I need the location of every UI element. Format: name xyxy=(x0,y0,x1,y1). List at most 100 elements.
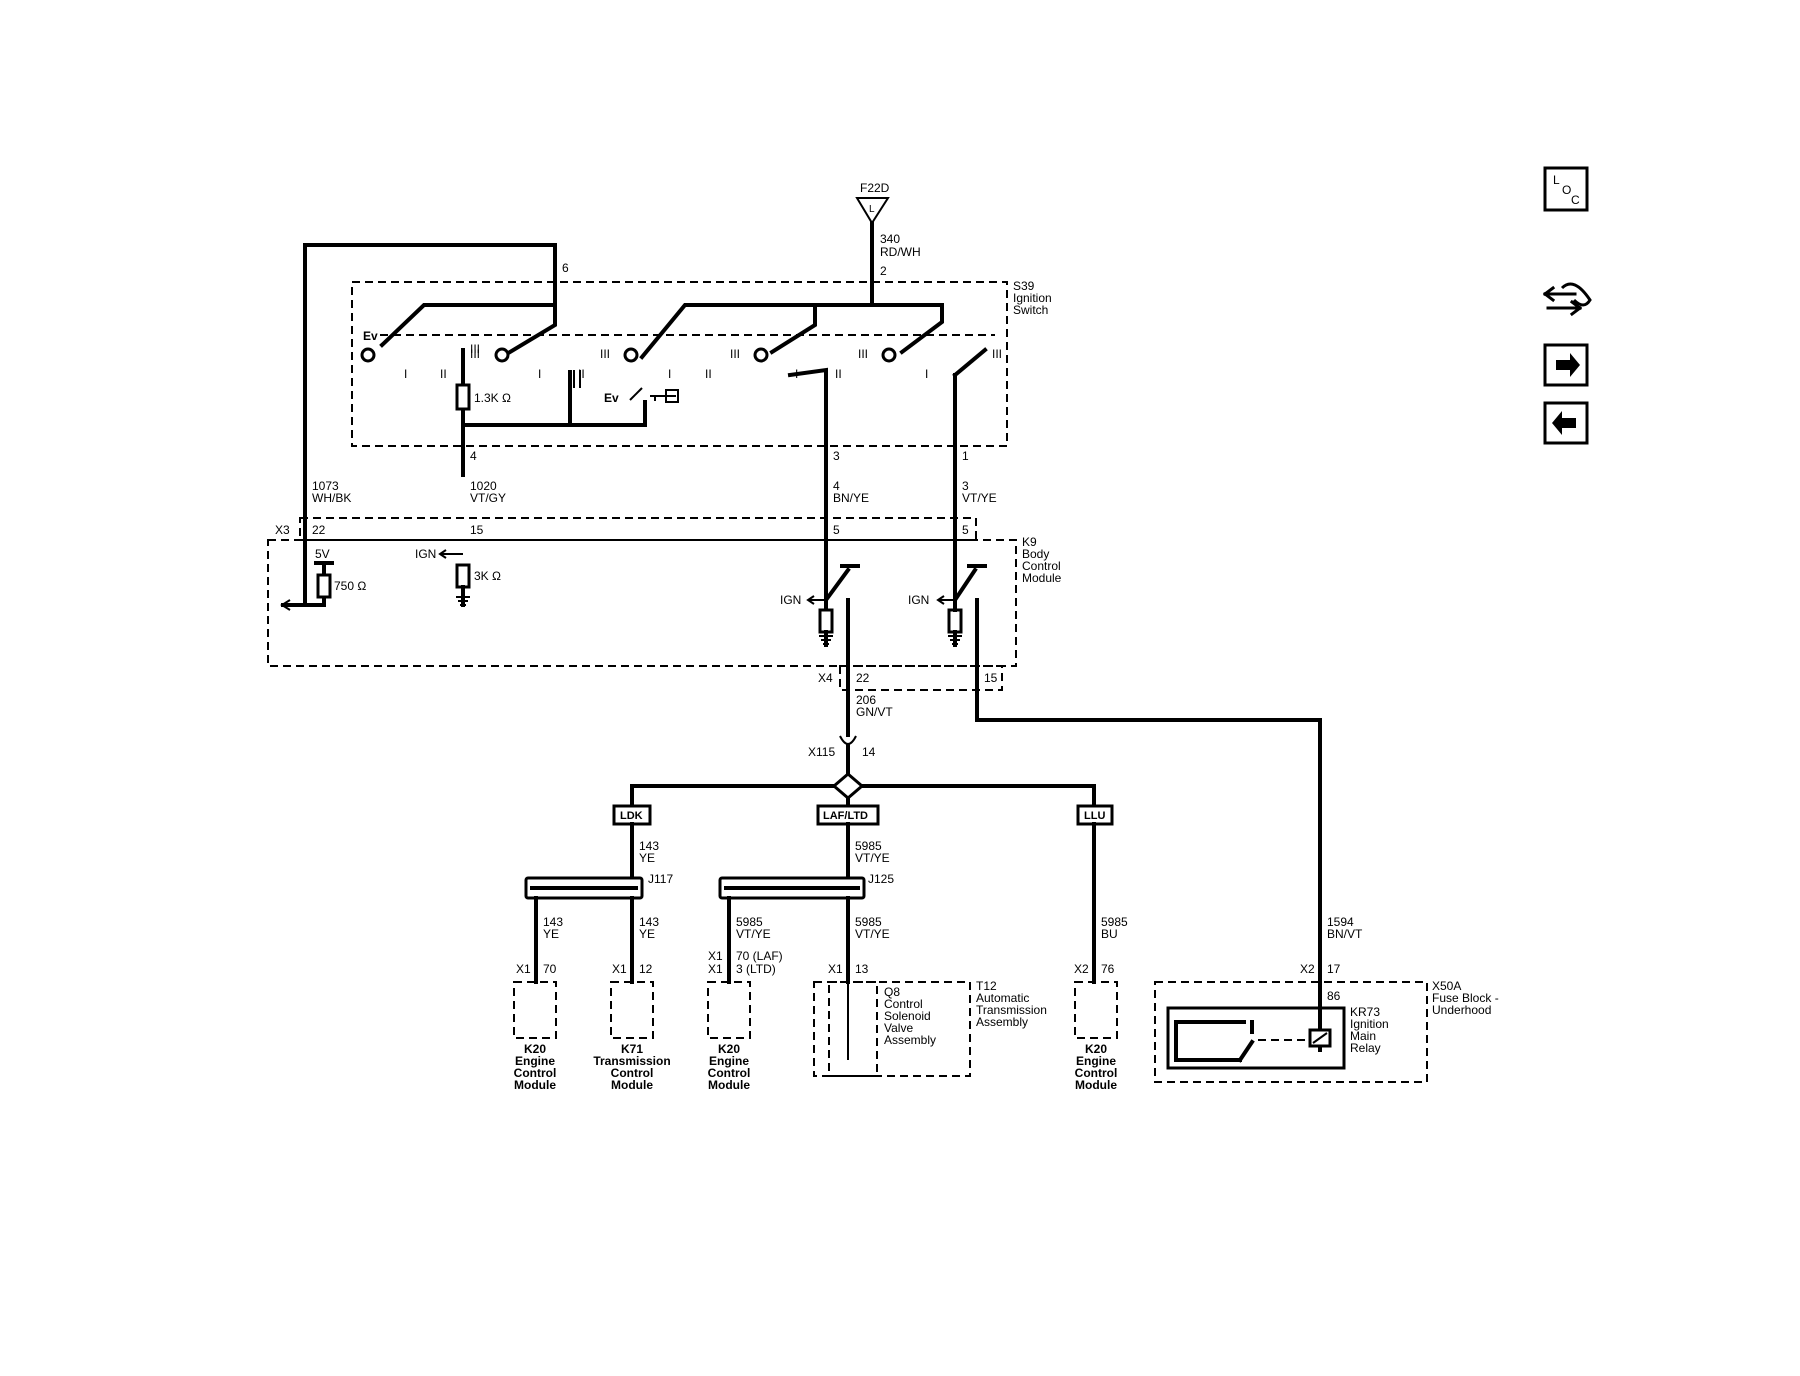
ignition-switch-box xyxy=(351,281,1008,447)
wire-143c-color: YE xyxy=(639,927,655,941)
kr73-name-4: Relay xyxy=(1350,1041,1381,1055)
k20c-name-3: Control xyxy=(1075,1066,1118,1080)
bcm-x4-label: X4 xyxy=(818,671,833,685)
switch-blade-2 xyxy=(769,303,817,355)
bcm-x4-pin: 22 xyxy=(856,671,870,685)
wire-1020-number: 1020 xyxy=(470,479,497,493)
conn3-x2: X1 xyxy=(708,962,723,976)
wire-143a-number: 143 xyxy=(639,839,659,853)
k20b-name-2: Engine xyxy=(709,1054,749,1068)
pos-II-d: II xyxy=(835,367,842,381)
pos-I-b: I xyxy=(538,367,541,381)
location-icon[interactable]: L O C xyxy=(1543,166,1589,212)
pos-III-a: III xyxy=(470,347,480,361)
wire-bnye-number: 4 xyxy=(833,479,840,493)
bcm-name-2: Body xyxy=(1022,547,1049,561)
wire-vtye-color: VT/YE xyxy=(962,491,997,505)
module-k71 xyxy=(610,981,654,1039)
ground-symbol-1 xyxy=(456,596,470,606)
k20c-name: K20 xyxy=(1085,1042,1107,1056)
wire-bn-ye xyxy=(787,367,828,592)
switch-pin-1: 1 xyxy=(962,449,969,463)
bcm-pin-15: 15 xyxy=(470,523,484,537)
wire-143c-number: 143 xyxy=(639,915,659,929)
ignition-switch-name: S39 xyxy=(1013,279,1035,293)
switch-pin-6: 6 xyxy=(562,261,569,275)
k20a-name-4: Module xyxy=(514,1078,556,1092)
pos-I-c: I xyxy=(668,367,671,381)
wire-206-number: 206 xyxy=(856,693,876,707)
fuse-triangle xyxy=(855,197,890,225)
wire-5985c-color: VT/YE xyxy=(855,927,890,941)
contact-5 xyxy=(881,347,897,363)
conn3-x1: X1 xyxy=(708,949,723,963)
switch-blade-1 xyxy=(507,303,557,355)
wire-bnye-color: BN/YE xyxy=(833,491,869,505)
switch-pin-3: 3 xyxy=(833,449,840,463)
k20a-name: K20 xyxy=(524,1042,546,1056)
bcm-connector-x4 xyxy=(839,665,1003,691)
conn6-pin: 17 xyxy=(1327,962,1341,976)
wire-1020-color: VT/GY xyxy=(470,491,506,505)
relay-contacts xyxy=(1174,1020,1308,1063)
module-k20-c xyxy=(1074,981,1118,1039)
connector-swap-icon[interactable] xyxy=(1542,282,1592,317)
arrow-right-icon[interactable] xyxy=(1543,343,1589,387)
pos-III-c: III xyxy=(730,347,740,361)
conn3-pin1: 70 (LAF) xyxy=(736,949,783,963)
key-contact xyxy=(629,387,643,401)
switch-bar-1 xyxy=(379,303,557,348)
switch-pin-4: 4 xyxy=(470,449,477,463)
q8-name-2: Control xyxy=(884,997,923,1011)
q8-name-3: Solenoid xyxy=(884,1009,931,1023)
pos-I-a: I xyxy=(404,367,407,381)
bcm-ign-3: IGN xyxy=(908,593,929,607)
bcm-pin-5a: 5 xyxy=(833,523,840,537)
bcm-pin-22: 22 xyxy=(312,523,326,537)
k20c-name-4: Module xyxy=(1075,1078,1117,1092)
pos-I-e: I xyxy=(925,367,928,381)
ignition-switch-name-3: Switch xyxy=(1013,303,1048,317)
bcm-pin-5b: 5 xyxy=(962,523,969,537)
bcm-switch-1 xyxy=(806,564,860,722)
contact-2 xyxy=(494,347,510,363)
fuse-symbol: L xyxy=(869,204,875,215)
ev-symbol-2: Ev xyxy=(604,391,619,405)
contact-4 xyxy=(753,347,769,363)
bcm-out-pin: 15 xyxy=(984,671,998,685)
wire-1073-color: WH/BK xyxy=(312,491,351,505)
resistor-3k-label: 3K Ω xyxy=(474,569,501,583)
resistor-1-3k-label: 1.3K Ω xyxy=(474,391,511,405)
conn6-x: X2 xyxy=(1300,962,1315,976)
kr73-name-2: Ignition xyxy=(1350,1017,1389,1031)
x50a-name-2: Fuse Block - xyxy=(1432,991,1499,1005)
bcm-ign-2: IGN xyxy=(780,593,801,607)
wire-5985a-number: 5985 xyxy=(855,839,882,853)
pos-III-b: III xyxy=(600,347,610,361)
q8-name-4: Valve xyxy=(884,1021,913,1035)
bcm-5v: 5V xyxy=(315,547,330,561)
conn3-pin2: 3 (LTD) xyxy=(736,962,776,976)
ignition-switch-name-2: Ignition xyxy=(1013,291,1052,305)
arrow-left-icon[interactable] xyxy=(1543,401,1589,445)
connector-x115-label: X115 xyxy=(808,745,835,759)
loc-letter-o: O xyxy=(1562,183,1571,197)
conn5-x: X2 xyxy=(1074,962,1089,976)
t12-name: T12 xyxy=(976,979,997,993)
module-k20-b xyxy=(707,981,751,1039)
arrow-bcm-1073 xyxy=(280,599,291,611)
connector-x115-symbol xyxy=(839,735,857,745)
x50a-name: X50A xyxy=(1432,979,1461,993)
k20a-name-2: Engine xyxy=(515,1054,555,1068)
splice-diamond xyxy=(831,772,865,800)
wire-1073-number: 1073 xyxy=(312,479,339,493)
ev-symbol-1: Ev xyxy=(363,329,378,343)
x50a-name-3: Underhood xyxy=(1432,1003,1491,1017)
bcm-name-3: Control xyxy=(1022,559,1061,573)
wire-5985b-color: VT/YE xyxy=(736,927,771,941)
conn1-pin: 70 xyxy=(543,962,557,976)
relay-kr73-box xyxy=(1166,1006,1346,1070)
switch-internal-bar xyxy=(461,400,647,427)
